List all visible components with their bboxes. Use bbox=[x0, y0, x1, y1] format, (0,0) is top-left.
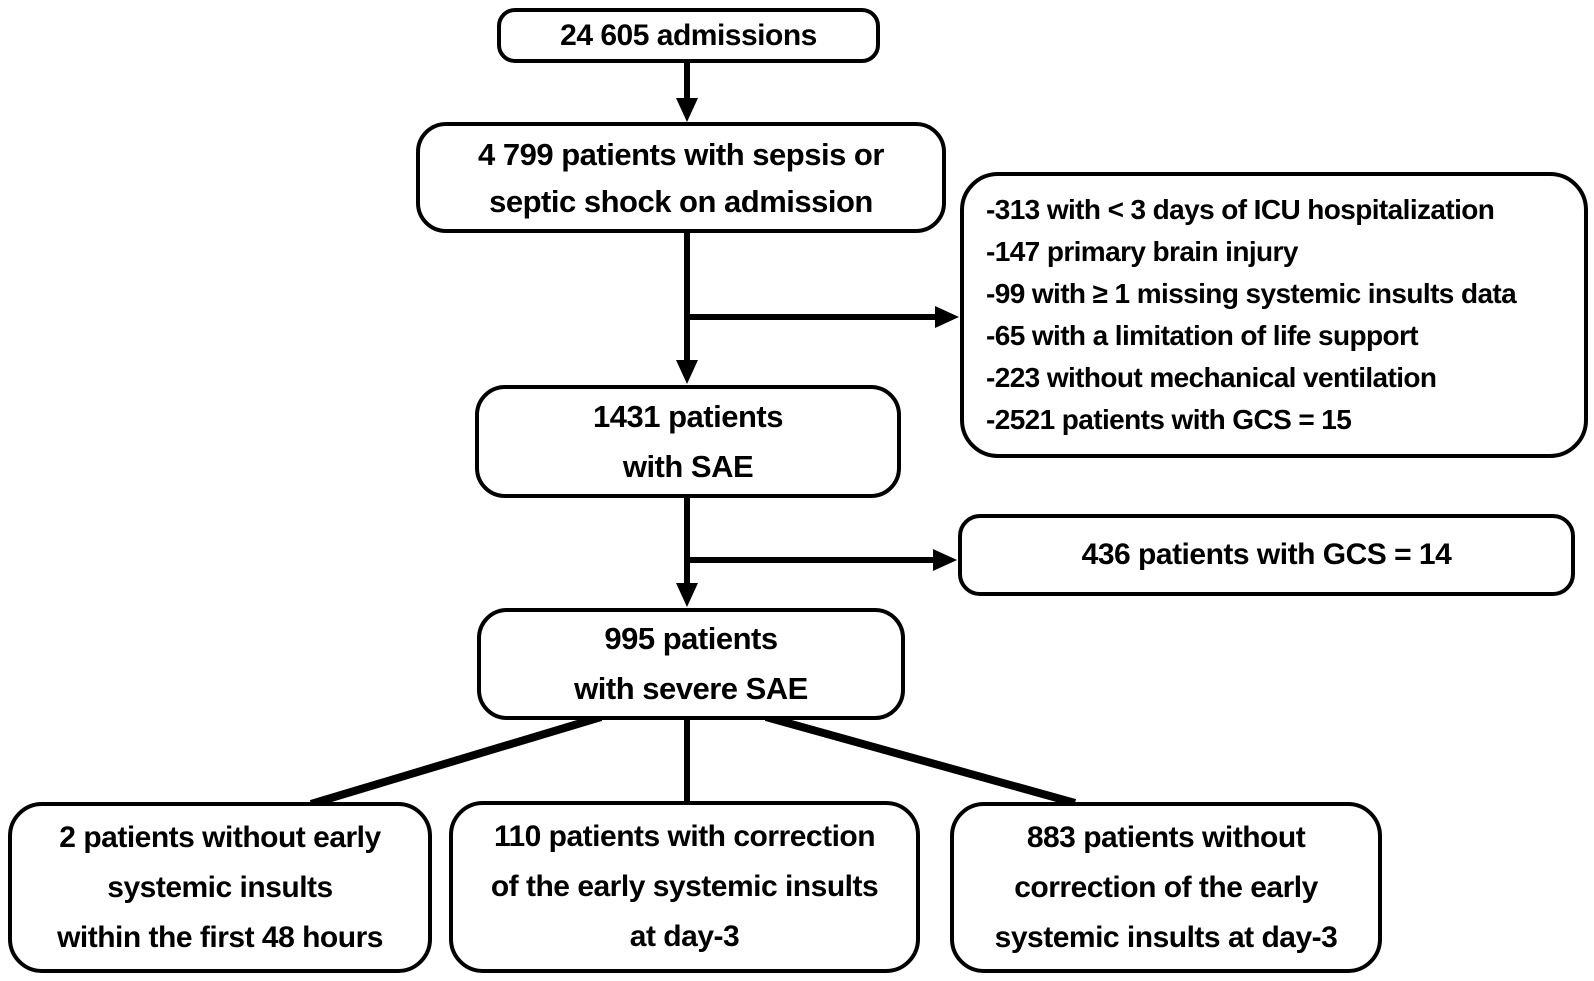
node-text-line: septic shock on admission bbox=[489, 183, 873, 219]
exclusion-item: -99 with ≥ 1 missing systemic insults da… bbox=[986, 278, 1517, 309]
node-text-line: 883 patients without bbox=[1026, 820, 1306, 854]
exclusion-item: -2521 patients with GCS = 15 bbox=[986, 404, 1352, 435]
line-severe-sae-to-no-early-insults bbox=[309, 713, 603, 808]
node-no-correction-of-insults: 883 patients without correction of the e… bbox=[950, 802, 1382, 973]
node-text-line: with SAE bbox=[622, 448, 754, 484]
node-patients-severe-sae: 995 patients with severe SAE bbox=[477, 608, 905, 720]
line-severe-sae-to-not-corrected bbox=[764, 713, 1077, 807]
exclusion-item: -223 without mechanical ventilation bbox=[986, 362, 1437, 393]
node-text-line: correction of the early bbox=[1014, 870, 1318, 904]
node-text-line: systemic insults at day-3 bbox=[994, 920, 1338, 954]
exclusion-item: -313 with < 3 days of ICU hospitalizatio… bbox=[986, 194, 1495, 225]
node-text-line: systemic insults bbox=[107, 870, 333, 904]
exclusion-item: -147 primary brain injury bbox=[986, 236, 1298, 267]
node-text-line: 2 patients without early bbox=[59, 820, 381, 854]
node-correction-of-insults: 110 patients with correction of the earl… bbox=[449, 801, 920, 973]
node-sepsis-on-admission: 4 799 patients with sepsis or septic sho… bbox=[416, 122, 946, 233]
node-text-line: within the first 48 hours bbox=[57, 920, 383, 954]
node-text-line: 995 patients bbox=[604, 621, 778, 656]
node-admissions: 24 605 admissions bbox=[497, 8, 880, 63]
node-text-line: 24 605 admissions bbox=[560, 18, 817, 52]
node-patients-with-sae: 1431 patients with SAE bbox=[475, 385, 901, 498]
node-patients-gcs-14: 436 patients with GCS = 14 bbox=[958, 514, 1575, 596]
node-text-line: at day-3 bbox=[629, 920, 740, 953]
node-text-line: 4 799 patients with sepsis or bbox=[478, 136, 884, 172]
node-exclusion-criteria: -313 with < 3 days of ICU hospitalizatio… bbox=[960, 172, 1588, 458]
exclusion-item: -65 with a limitation of life support bbox=[986, 320, 1419, 351]
node-text-line: with severe SAE bbox=[574, 671, 808, 706]
node-text-line: 436 patients with GCS = 14 bbox=[1081, 538, 1452, 571]
node-no-early-systemic-insults: 2 patients without early systemic insult… bbox=[8, 802, 432, 973]
node-text-line: of the early systemic insults bbox=[490, 870, 879, 903]
node-text-line: 1431 patients bbox=[593, 398, 783, 434]
node-text-line: 110 patients with correction bbox=[493, 820, 876, 853]
